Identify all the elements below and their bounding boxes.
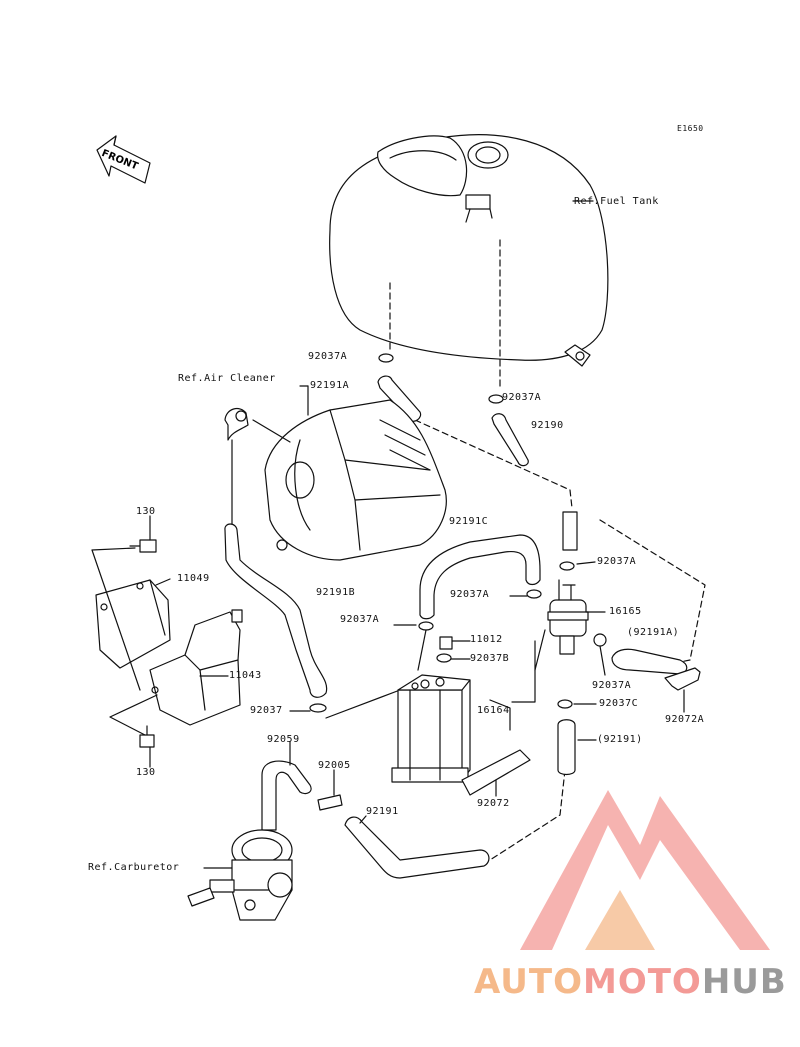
diagram-code: E1650: [677, 124, 704, 133]
watermark-hub: HUB: [701, 962, 787, 1002]
label-92037a-3: 92037A: [340, 614, 380, 625]
label-11012: 11012: [470, 634, 503, 645]
label-ref-carburetor: Ref.Carburetor: [88, 862, 180, 873]
label-130-bottom: 130: [136, 767, 156, 778]
label-92037c: 92037C: [599, 698, 639, 709]
label-92191c: 92191C: [449, 516, 489, 527]
label-92191a-paren: (92191A): [627, 627, 680, 638]
label-11043: 11043: [229, 670, 262, 681]
label-16164: 16164: [477, 705, 510, 716]
label-ref-fuel-tank: Ref.Fuel Tank: [574, 196, 659, 207]
watermark-text: AUTOMOTOHUB: [474, 962, 787, 1002]
fuel-filter: [547, 511, 607, 655]
bolt-bottom-icon: [139, 725, 155, 748]
label-92191a: 92191A: [310, 380, 350, 391]
bolt-top-icon: [129, 539, 157, 553]
watermark-auto: AUTO: [474, 962, 583, 1002]
air-cleaner: [264, 399, 447, 561]
label-92072a: 92072A: [665, 714, 705, 725]
label-92037a-1: 92037A: [308, 351, 348, 362]
label-92059: 92059: [267, 734, 300, 745]
canister: [391, 674, 471, 783]
label-92037a-6: 92037A: [592, 680, 632, 691]
watermark-logo-icon: [520, 790, 770, 950]
label-92037a-5: 92037A: [597, 556, 637, 567]
fuel-tank: [329, 134, 609, 367]
label-92005: 92005: [318, 760, 351, 771]
label-92037: 92037: [250, 705, 283, 716]
front-arrow-icon: [96, 135, 151, 184]
label-92037b: 92037B: [470, 653, 510, 664]
label-ref-air-cleaner: Ref.Air Cleaner: [178, 373, 276, 384]
bracket-assembly: [95, 579, 243, 726]
label-92037a-2: 92037A: [502, 392, 542, 403]
label-92191-paren: (92191): [597, 734, 643, 745]
label-92191: 92191: [366, 806, 399, 817]
label-92037a-4: 92037A: [450, 589, 490, 600]
label-92191b: 92191B: [316, 587, 356, 598]
carburetor: [187, 829, 293, 921]
label-16165: 16165: [609, 606, 642, 617]
label-92072: 92072: [477, 798, 510, 809]
label-130-top: 130: [136, 506, 156, 517]
label-92190: 92190: [531, 420, 564, 431]
label-11049: 11049: [177, 573, 210, 584]
watermark-moto: MOTO: [582, 962, 702, 1002]
